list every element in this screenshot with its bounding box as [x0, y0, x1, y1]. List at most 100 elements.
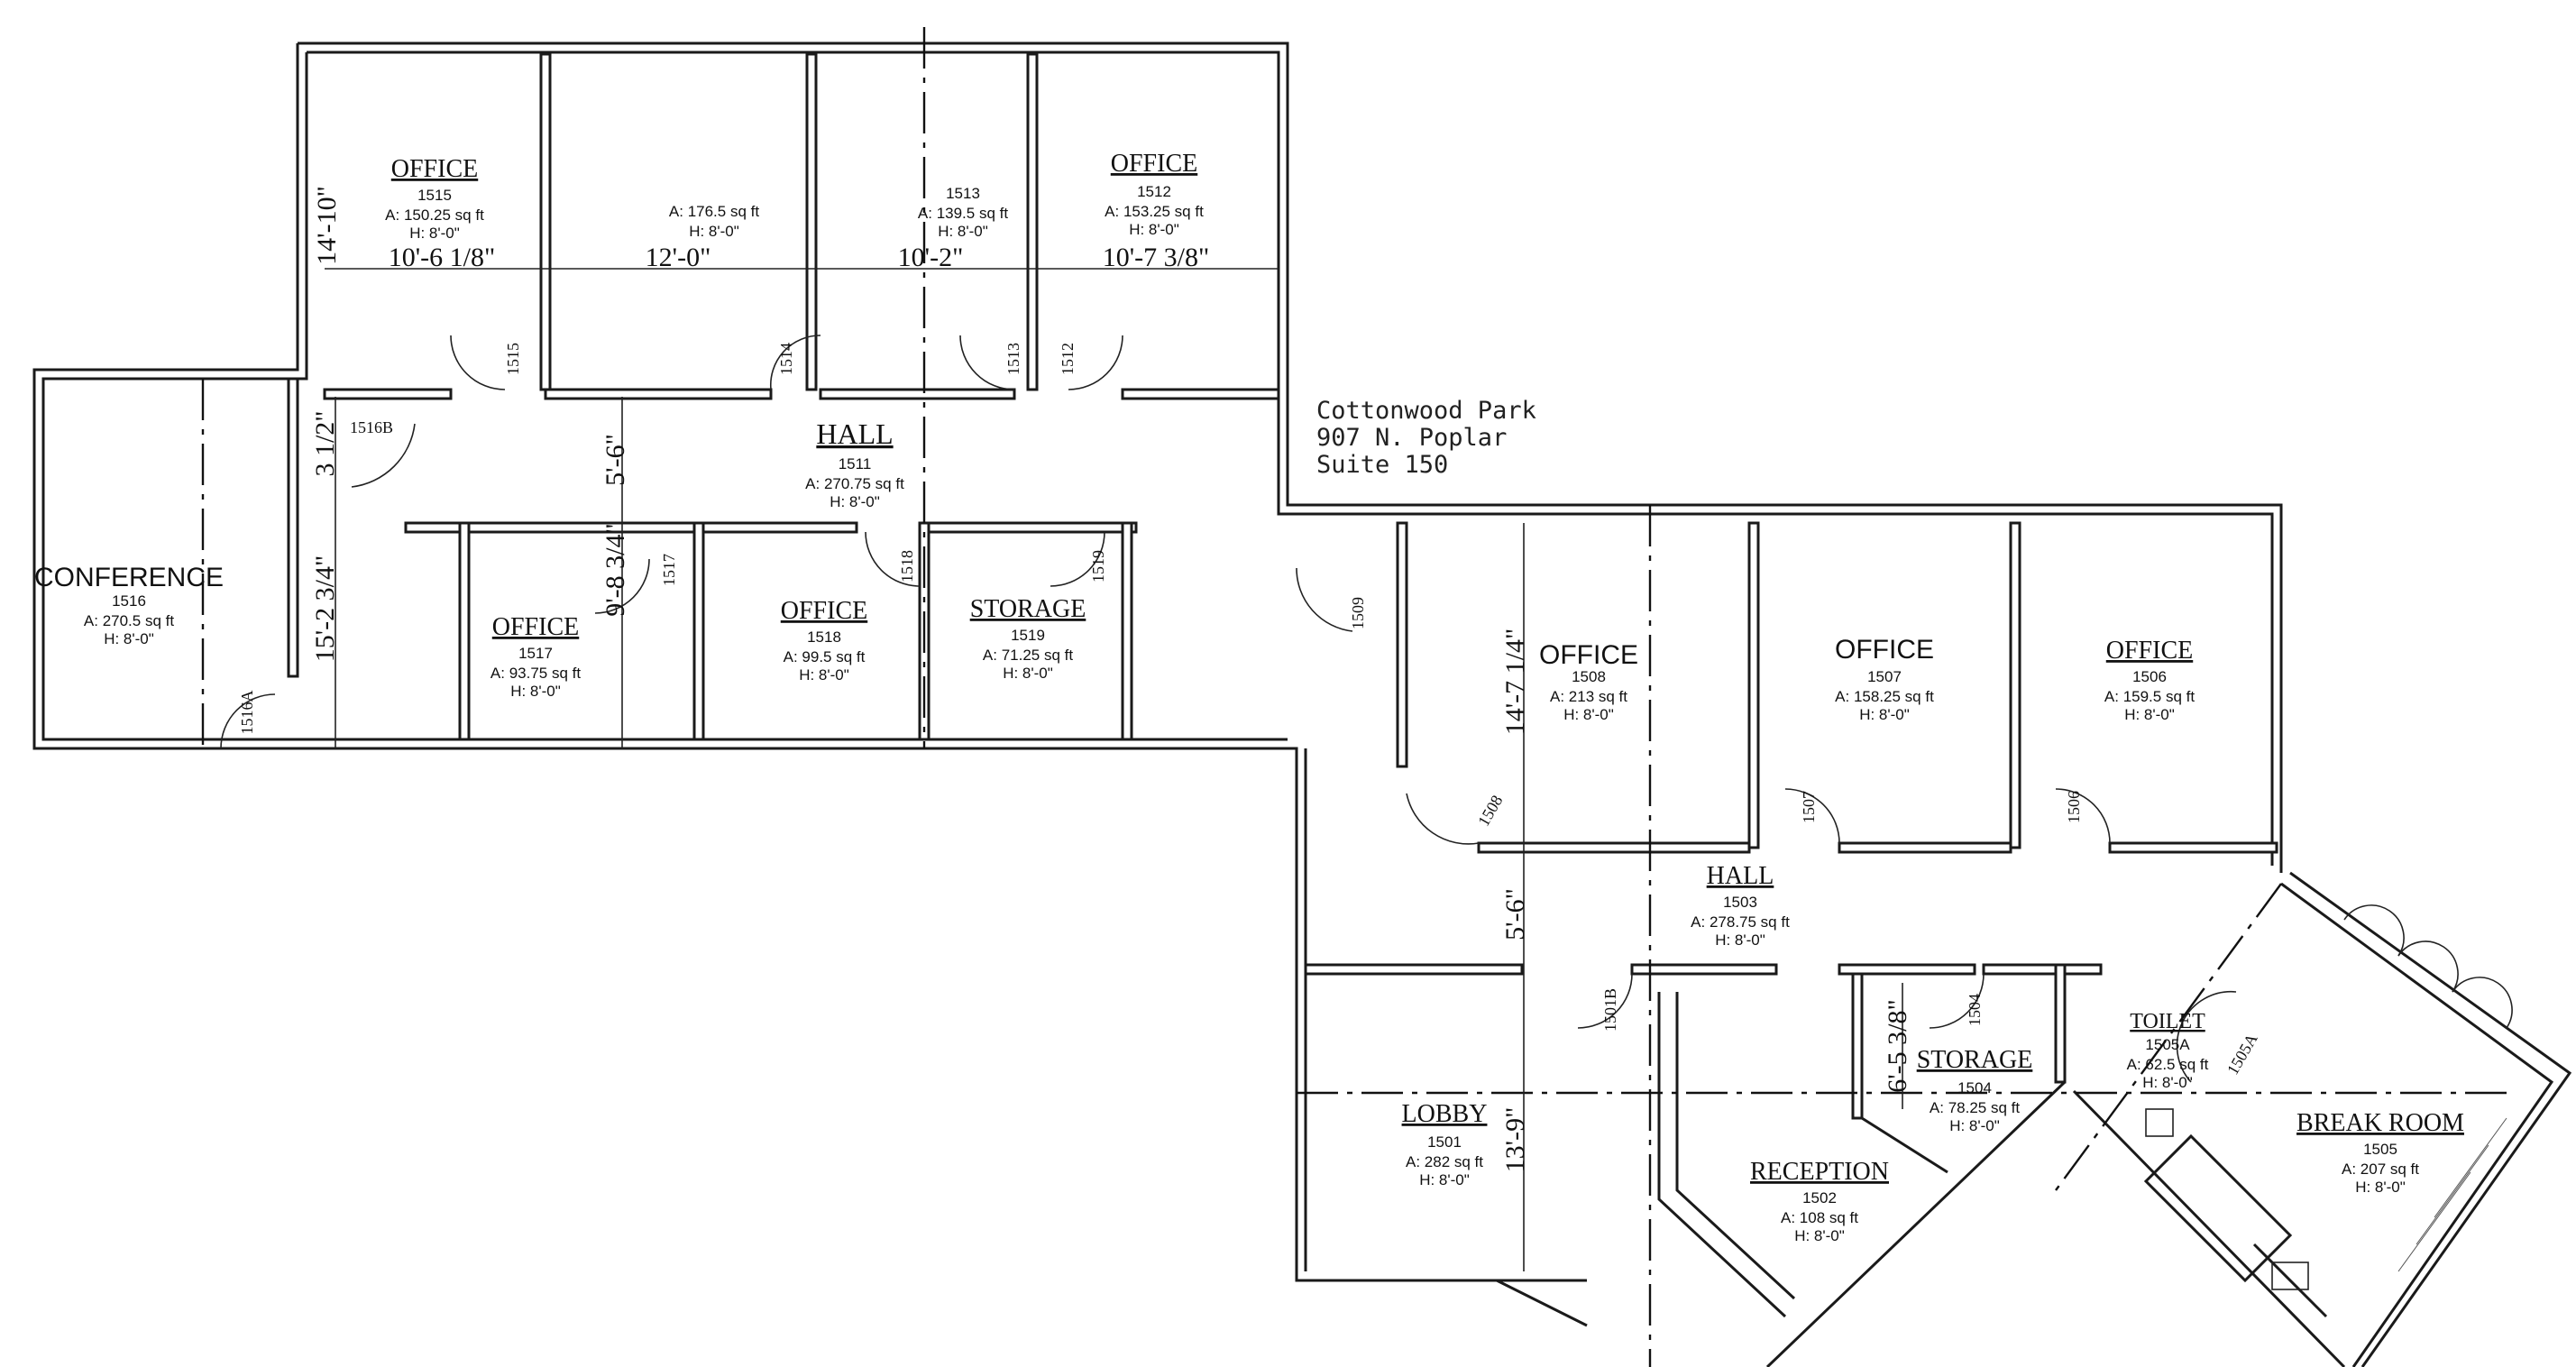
dimension-label: 10'-7 3/8"	[1103, 243, 1209, 272]
room-number: 1518	[807, 628, 841, 646]
room-1505A: TOILET 1505A A: 62.5 sq ft H: 8'-0"	[2127, 1010, 2209, 1091]
room-area: A: 139.5 sq ft	[918, 205, 1008, 222]
room-area: A: 71.25 sq ft	[983, 647, 1073, 664]
room-number: 1517	[518, 645, 553, 662]
room-height: H: 8'-0"	[799, 666, 849, 684]
dimension-label: 9'-8 3/4"	[600, 523, 630, 616]
room-1501: LOBBY 1501 A: 282 sq ft H: 8'-0"	[1402, 1100, 1488, 1188]
room-name: HALL	[816, 417, 893, 450]
room-number: 1506	[2132, 668, 2167, 685]
room-height: H: 8'-0"	[1003, 665, 1053, 682]
room-name: RECEPTION	[1750, 1158, 1889, 1186]
dimension-label: 13'-9"	[1500, 1107, 1530, 1173]
dimension-label: 10'-2"	[898, 243, 964, 272]
room-height: H: 8'-0"	[830, 493, 880, 510]
door-tag: 1518	[898, 550, 916, 583]
room-1507: OFFICE 1507 A: 158.25 sq ft H: 8'-0"	[1835, 635, 1934, 723]
room-area: A: 158.25 sq ft	[1835, 688, 1934, 705]
door-tag: 1512	[1059, 343, 1077, 375]
room-number: 1513	[946, 185, 980, 202]
room-height: H: 8'-0"	[1715, 931, 1765, 949]
room-height: H: 8'-0"	[510, 683, 561, 700]
door-tag: 1514	[777, 343, 795, 375]
room-height: H: 8'-0"	[409, 225, 460, 242]
room-name: OFFICE	[2106, 637, 2193, 665]
door-tag: 1509	[1349, 597, 1367, 629]
room-height: H: 8'-0"	[2355, 1179, 2406, 1196]
dimension-labels: 14'-10" 10'-6 1/8" 12'-0" 10'-2" 10'-7 3…	[310, 186, 1912, 1172]
room-1505: BREAK ROOM 1505 A: 207 sq ft H: 8'-0"	[2296, 1109, 2464, 1196]
room-number: 1504	[1957, 1079, 1992, 1096]
room-name: STORAGE	[1917, 1046, 2033, 1074]
room-number: 1511	[839, 455, 872, 472]
room-number: 1512	[1137, 183, 1171, 200]
room-name: OFFICE	[1835, 635, 1934, 665]
room-1515: OFFICE 1515 A: 150.25 sq ft H: 8'-0"	[385, 155, 484, 242]
door-tag: 1516B	[350, 418, 393, 436]
room-height: H: 8'-0"	[1129, 221, 1179, 238]
door-tag: 1519	[1089, 550, 1107, 583]
room-area: A: 270.5 sq ft	[84, 612, 174, 629]
room-number: 1516	[112, 592, 146, 610]
door-tag: 1505A	[2223, 1031, 2261, 1078]
door-tag: 1516A	[238, 691, 256, 735]
room-number: 1519	[1011, 627, 1045, 644]
dimension-label: 5'-6"	[600, 434, 630, 486]
room-name: TOILET	[2130, 1010, 2205, 1033]
room-1504: STORAGE 1504 A: 78.25 sq ft H: 8'-0"	[1917, 1046, 2033, 1134]
room-area: A: 93.75 sq ft	[490, 665, 581, 682]
address-block: Cottonwood Park 907 N. Poplar Suite 150	[1316, 397, 1536, 479]
room-name: CONFERENCE	[34, 563, 224, 592]
room-1514: A: 176.5 sq ft H: 8'-0"	[669, 203, 759, 240]
room-number: 1507	[1867, 668, 1902, 685]
room-number: 1508	[1572, 668, 1606, 685]
room-number: 1505	[2363, 1141, 2397, 1158]
door-tag: 1515	[504, 343, 522, 375]
dimension-label: 15'-2 3/4"	[310, 555, 340, 662]
room-area: A: 213 sq ft	[1550, 688, 1627, 705]
room-height: H: 8'-0"	[1563, 706, 1614, 723]
room-height: H: 8'-0"	[938, 223, 988, 240]
room-1502: RECEPTION 1502 A: 108 sq ft H: 8'-0"	[1750, 1158, 1889, 1244]
room-name: OFFICE	[781, 597, 867, 625]
address-line2: 907 N. Poplar	[1316, 424, 1507, 452]
break-room-fixtures	[2143, 904, 2513, 1318]
door-tag: 1508	[1474, 792, 1506, 829]
room-1516: CONFERENCE 1516 A: 270.5 sq ft H: 8'-0"	[34, 563, 224, 647]
room-name: OFFICE	[1111, 150, 1197, 178]
door-tag: 1517	[660, 554, 678, 586]
room-1512: OFFICE 1512 A: 153.25 sq ft H: 8'-0"	[1105, 150, 1204, 238]
room-area: A: 150.25 sq ft	[385, 206, 484, 224]
interior-walls-east	[1304, 521, 2278, 1327]
room-name: OFFICE	[391, 155, 478, 183]
room-area: A: 99.5 sq ft	[784, 648, 866, 665]
interior-walls	[287, 52, 1280, 741]
room-name: LOBBY	[1402, 1100, 1488, 1128]
room-area: A: 108 sq ft	[1781, 1209, 1858, 1226]
room-area: A: 153.25 sq ft	[1105, 203, 1204, 220]
room-number: 1503	[1723, 894, 1757, 911]
room-area: A: 207 sq ft	[2342, 1161, 2419, 1178]
room-1519: STORAGE 1519 A: 71.25 sq ft H: 8'-0"	[970, 595, 1086, 682]
dimension-label: 3 1/2"	[310, 410, 340, 476]
room-height: H: 8'-0"	[689, 223, 739, 240]
room-name: OFFICE	[492, 613, 579, 641]
room-area: A: 78.25 sq ft	[1930, 1099, 2020, 1116]
room-area: A: 62.5 sq ft	[2127, 1056, 2209, 1073]
door-tag: 1501B	[1601, 988, 1619, 1032]
dimension-label: 14'-10"	[312, 186, 342, 265]
room-height: H: 8'-0"	[2142, 1074, 2193, 1091]
room-height: H: 8'-0"	[1794, 1227, 1845, 1244]
door-swings	[220, 335, 2237, 1083]
room-area: A: 270.75 sq ft	[805, 475, 904, 492]
dimension-label: 10'-6 1/8"	[389, 243, 495, 272]
room-number: 1502	[1802, 1189, 1837, 1206]
room-1506: OFFICE 1506 A: 159.5 sq ft H: 8'-0"	[2104, 637, 2195, 723]
room-number: 1505A	[2145, 1036, 2190, 1053]
room-area: A: 176.5 sq ft	[669, 203, 759, 220]
room-1513: 1513 A: 139.5 sq ft H: 8'-0"	[918, 185, 1008, 240]
room-1517: OFFICE 1517 A: 93.75 sq ft H: 8'-0"	[490, 613, 581, 700]
door-tag: 1504	[1966, 994, 1984, 1026]
dimension-label: 14'-7 1/4"	[1500, 628, 1530, 735]
room-height: H: 8'-0"	[1949, 1117, 2000, 1134]
